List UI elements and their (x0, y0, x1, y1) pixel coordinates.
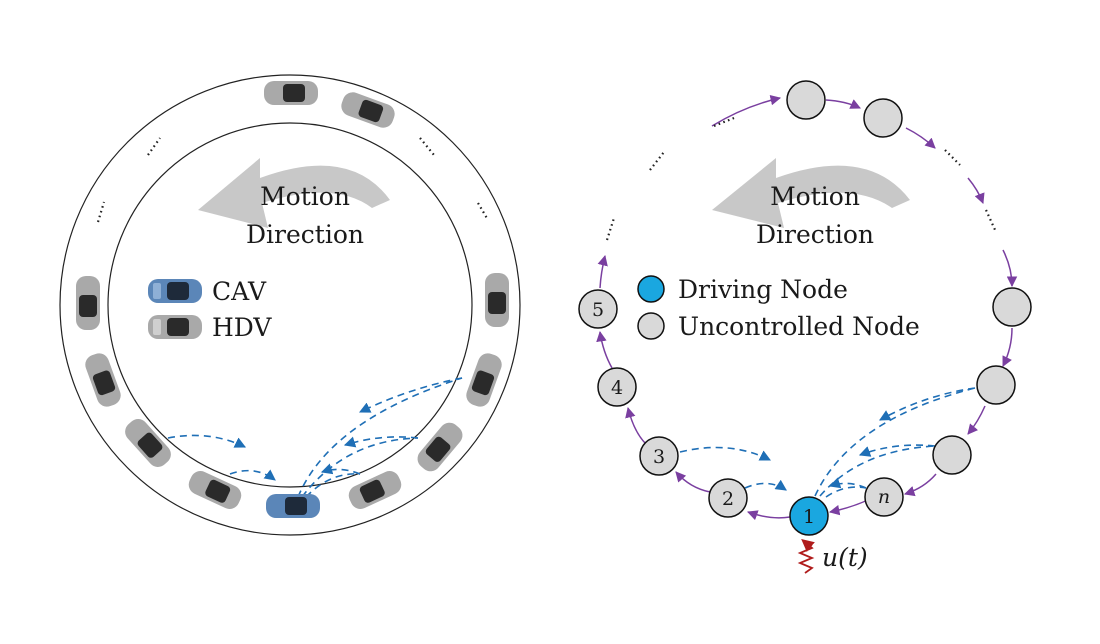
node-unlabeled (976, 365, 1016, 405)
node-5 (578, 289, 618, 329)
node-n (864, 477, 904, 517)
info-flow-link (297, 377, 463, 498)
ring-road-inner-edge (107, 122, 473, 488)
info-flow-link (819, 445, 936, 497)
info-flow-link (679, 446, 772, 461)
info-flow-link (301, 437, 419, 498)
node-2-label: 2 (722, 488, 734, 510)
info-flow-link (343, 436, 419, 448)
legend-driving-node-icon (637, 275, 665, 303)
hdv-car-icon (264, 81, 318, 105)
ring-ellipsis-dots (96, 137, 489, 223)
ring-arrow (905, 127, 936, 149)
legend-hdv-car-icon (148, 315, 202, 339)
motion-label-line2-left: Direction (246, 220, 364, 249)
legend-uncontrolled-node-icon (637, 312, 665, 340)
ring-road-panel: Motion Direction CAV HDV (59, 74, 521, 536)
ring-arrow (903, 473, 937, 497)
node-1-driving (789, 496, 829, 536)
hdv-car-icon (466, 353, 502, 407)
ring-arrow (675, 471, 711, 493)
motion-label-line1-right: Motion (770, 182, 860, 211)
info-flow-link (167, 434, 247, 448)
node-1-label: 1 (803, 506, 815, 528)
node-unlabeled (932, 435, 972, 475)
node-ellipsis-dots (605, 116, 998, 241)
hdv-car-icon (417, 422, 463, 472)
ring-arrow (1002, 249, 1018, 288)
info-flow-link (320, 463, 361, 475)
ring-direction-arrows (596, 94, 1018, 521)
legend-driving-node-label: Driving Node (678, 275, 848, 304)
ring-arrow (967, 405, 986, 435)
ring-arrow (625, 406, 647, 445)
legend-hdv-label: HDV (212, 313, 272, 342)
motion-label-line2-right: Direction (756, 220, 874, 249)
info-flow-link (858, 444, 936, 457)
node-2 (708, 478, 748, 518)
hdv-car-icon (485, 273, 509, 327)
ring-arrow (967, 177, 985, 204)
motion-direction-arrow-left (198, 158, 390, 228)
legend-cav-car-icon (148, 279, 202, 303)
info-flow-link (305, 473, 361, 498)
node-unlabeled (786, 80, 826, 120)
node-unlabeled (863, 98, 903, 138)
node-4 (597, 367, 637, 407)
node-unlabeled (992, 287, 1032, 327)
info-flow-link (358, 377, 463, 413)
control-input-signal (797, 538, 815, 574)
cav-info-flow-links (167, 377, 463, 498)
ring-arrow (828, 499, 869, 516)
motion-direction-arrow-right (712, 158, 910, 228)
motion-label-line1-left: Motion (260, 182, 350, 211)
ring-arrow (747, 510, 791, 521)
cav-car-icon (266, 494, 320, 518)
info-flow-link (879, 387, 976, 421)
hdv-car-icon (341, 92, 395, 128)
ring-arrow (1002, 327, 1013, 367)
node-4-label: 4 (611, 377, 623, 399)
info-flow-link (814, 387, 976, 497)
node-5-label: 5 (592, 299, 604, 321)
ring-road-outer-edge (59, 74, 521, 536)
ring-arrow (596, 330, 613, 369)
info-flow-link (825, 486, 867, 498)
info-flow-link (229, 469, 276, 481)
ring-arrow (711, 94, 782, 127)
control-input-label: u(t) (822, 543, 868, 572)
node-graph-panel: Motion Direction Driving Node Uncontroll… (578, 80, 1032, 574)
legend-uncontrolled-node-label: Uncontrolled Node (678, 312, 920, 341)
hdv-car-icon (85, 353, 121, 407)
hdv-car-icon (188, 471, 242, 509)
hdv-car-icon (125, 419, 171, 467)
hdv-car-icon (76, 276, 100, 330)
ring-arrow (597, 254, 608, 289)
node-3-label: 3 (653, 446, 665, 468)
node-n-label: n (878, 486, 890, 508)
ring-arrow (825, 99, 861, 109)
info-flow-link (744, 479, 787, 491)
node-3 (639, 436, 679, 476)
hdv-car-icon (348, 471, 402, 509)
node-info-flow-links (679, 387, 976, 498)
legend-cav-label: CAV (212, 277, 267, 306)
